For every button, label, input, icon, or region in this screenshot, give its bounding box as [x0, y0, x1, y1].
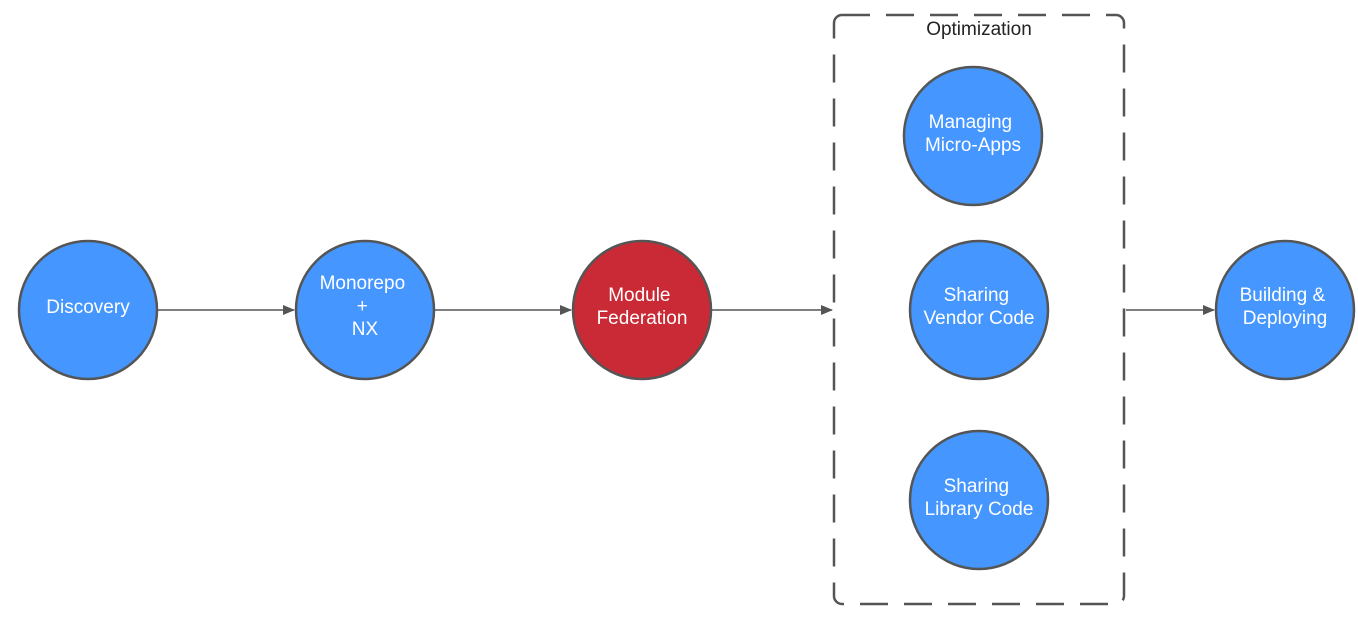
node-monorepo-nx-label-line: + — [357, 296, 368, 317]
node-building-deploying[interactable]: Building & Deploying — [1214, 239, 1356, 381]
node-discovery-label-line: Discovery — [46, 297, 130, 318]
node-managing-micro-apps-circle — [902, 65, 1044, 207]
node-sharing-vendor-code-label-line: Sharing — [944, 285, 1010, 306]
node-sharing-vendor-code-circle — [908, 239, 1050, 381]
node-sharing-library-code[interactable]: Sharing Library Code — [908, 429, 1050, 571]
node-sharing-library-code-label: Sharing Library Code — [925, 476, 1034, 520]
node-managing-micro-apps-label-line: Managing — [929, 112, 1012, 133]
node-monorepo-nx-label: Monorepo + NX — [320, 273, 411, 340]
node-sharing-library-code-circle — [908, 429, 1050, 571]
node-building-deploying-circle — [1214, 239, 1356, 381]
optimization-group[interactable]: Optimization — [832, 13, 1126, 606]
node-building-deploying-label-line: Building & — [1240, 285, 1326, 306]
node-building-deploying-label-line: Deploying — [1243, 308, 1328, 329]
node-discovery-label: Discovery — [46, 297, 130, 318]
node-managing-micro-apps-label: Managing Micro-Apps — [925, 112, 1021, 156]
node-sharing-library-code-label-line: Library Code — [925, 499, 1034, 520]
node-module-federation[interactable]: Module Federation — [571, 239, 713, 381]
node-sharing-vendor-code[interactable]: Sharing Vendor Code — [908, 239, 1050, 381]
node-module-federation-circle — [571, 239, 713, 381]
optimization-group-border — [832, 13, 1126, 606]
node-module-federation-label-line: Module — [608, 285, 670, 306]
node-monorepo-nx-label-line: Monorepo — [320, 273, 406, 294]
node-sharing-vendor-code-label: Sharing Vendor Code — [924, 285, 1035, 329]
node-monorepo-nx-circle — [294, 239, 436, 381]
node-module-federation-label-line: Federation — [597, 308, 688, 329]
node-discovery-circle — [17, 239, 159, 381]
optimization-group-title: Optimization — [926, 19, 1032, 40]
node-building-deploying-label: Building & Deploying — [1240, 285, 1331, 329]
node-module-federation-label: Module Federation — [597, 285, 688, 329]
node-managing-micro-apps[interactable]: Managing Micro-Apps — [902, 65, 1044, 207]
node-monorepo-nx[interactable]: Monorepo + NX — [294, 239, 436, 381]
node-discovery[interactable]: Discovery — [17, 239, 159, 381]
node-monorepo-nx-label-line: NX — [352, 319, 379, 340]
node-managing-micro-apps-label-line: Micro-Apps — [925, 135, 1021, 156]
node-sharing-vendor-code-label-line: Vendor Code — [924, 308, 1035, 329]
node-sharing-library-code-label-line: Sharing — [944, 476, 1010, 497]
